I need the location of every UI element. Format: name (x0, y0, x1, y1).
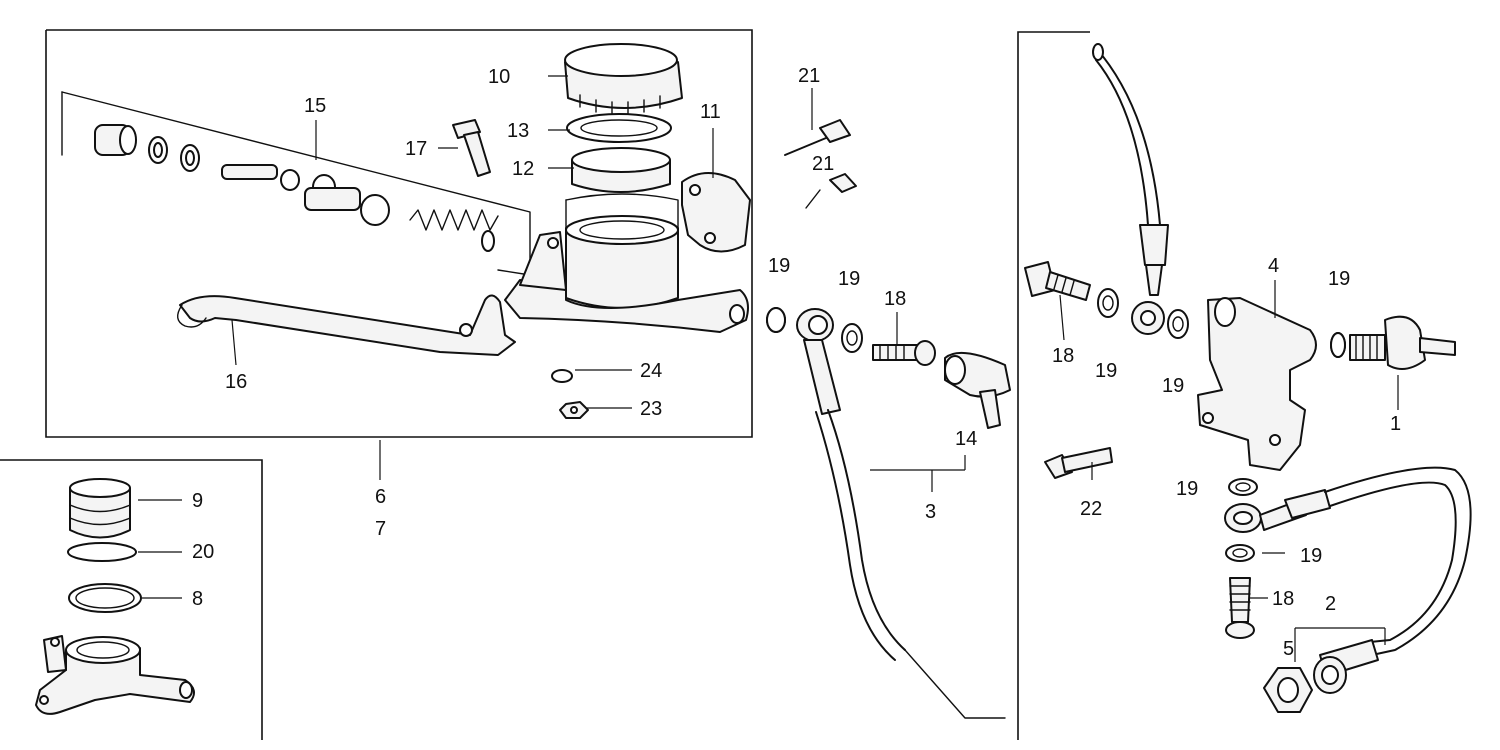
label-19c: 19 (1095, 360, 1117, 382)
oil-bolt-18b (1024, 261, 1091, 301)
sealing-washer-19f (1228, 478, 1258, 496)
reservoir-inset-o-ring (67, 542, 137, 562)
clutch-switch (1330, 315, 1456, 370)
label-15: 15 (304, 95, 326, 117)
nut-23 (559, 401, 589, 419)
label-19b: 19 (838, 268, 860, 290)
hose-joint (1197, 297, 1317, 471)
label-20: 20 (192, 541, 214, 563)
reservoir-inset-body (35, 635, 195, 715)
reservoir-inset-gasket (68, 583, 142, 613)
label-23: 23 (640, 398, 662, 420)
label-18a: 18 (884, 288, 906, 310)
part-labels: 1 2 3 4 5 6 7 8 9 10 11 12 13 14 15 16 1… (192, 65, 1401, 660)
leader-lines (138, 75, 1399, 662)
label-3: 3 (925, 501, 936, 523)
hose-nut-5 (1263, 667, 1313, 713)
label-16: 16 (225, 371, 247, 393)
reservoir-body-inset-box (0, 459, 263, 740)
label-6: 6 (375, 486, 386, 508)
joint-mounting-bolt (1044, 447, 1113, 479)
sealing-washer-19e (1330, 332, 1346, 358)
label-9: 9 (192, 490, 203, 512)
reservoir-diaphragm (571, 147, 671, 193)
label-4: 4 (1268, 255, 1279, 277)
banjo-cover-14 (944, 351, 1011, 429)
holder-bolt (784, 119, 851, 156)
label-12: 12 (512, 158, 534, 180)
label-17: 17 (405, 138, 427, 160)
piston-kit-parts (94, 124, 499, 252)
reservoir-cap (564, 43, 683, 115)
reservoir-diaphragm-plate (566, 113, 672, 143)
washer-24 (551, 369, 573, 383)
sealing-washer-19b (841, 323, 863, 353)
sealing-washer-19d (1167, 309, 1189, 339)
master-cylinder-body (504, 193, 749, 333)
label-18b: 18 (1052, 345, 1074, 367)
label-14: 14 (955, 428, 977, 450)
label-24: 24 (640, 360, 662, 382)
oil-bolt-18a (872, 340, 936, 366)
label-18c: 18 (1272, 588, 1294, 610)
reservoir-inset-cap (69, 478, 131, 539)
clutch-hose-lower-top (1092, 43, 1169, 335)
label-21a: 21 (798, 65, 820, 87)
oil-bolt-18c (1225, 577, 1255, 639)
master-cylinder-assembly-box (45, 29, 753, 438)
sealing-washer-19g (1225, 544, 1255, 562)
label-5: 5 (1283, 638, 1294, 660)
label-13: 13 (507, 120, 529, 142)
label-2: 2 (1325, 593, 1336, 615)
label-21b: 21 (812, 153, 834, 175)
label-10: 10 (488, 66, 510, 88)
holder-bolt-2 (805, 173, 857, 209)
label-7: 7 (375, 518, 386, 540)
handlebar-holder (681, 172, 751, 253)
label-19e: 19 (1328, 268, 1350, 290)
right-side-boundary (904, 31, 1090, 740)
label-8: 8 (192, 588, 203, 610)
label-22: 22 (1080, 498, 1102, 520)
clutch-hose-lower (1224, 466, 1472, 694)
sealing-washer-19a (766, 307, 786, 333)
pivot-bolt (452, 119, 491, 177)
sealing-washer-19c (1097, 288, 1119, 318)
label-11: 11 (700, 101, 721, 123)
label-19d: 19 (1162, 375, 1184, 397)
label-19a: 19 (768, 255, 790, 277)
label-1: 1 (1390, 413, 1401, 435)
label-19g: 19 (1300, 545, 1322, 567)
label-19f: 19 (1176, 478, 1198, 500)
clutch-lever (177, 294, 516, 356)
piston-kit-panel (61, 91, 531, 276)
